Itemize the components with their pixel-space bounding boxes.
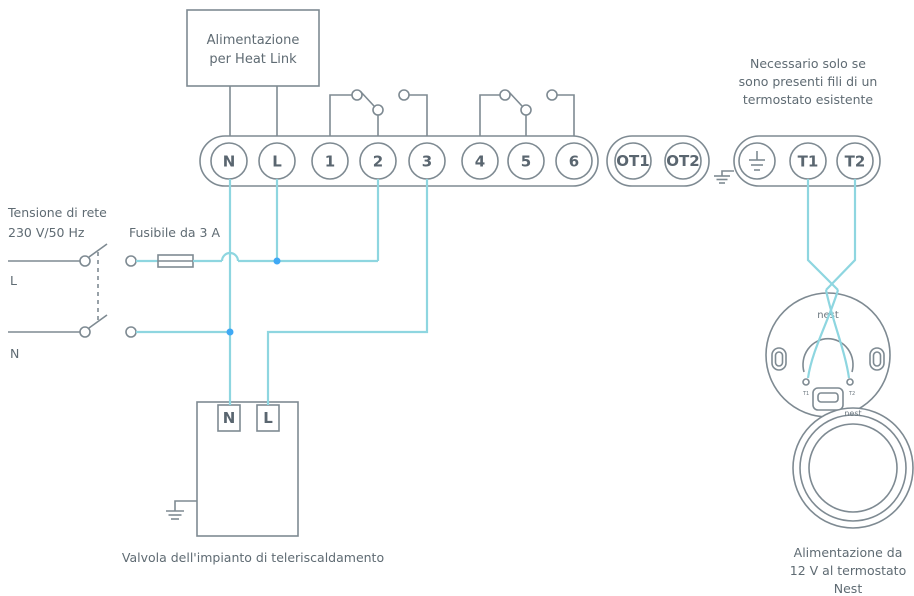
svg-text:N: N: [223, 409, 236, 427]
terminal-block-opentherm: [606, 135, 710, 187]
svg-text:OT1: OT1: [616, 152, 649, 170]
svg-text:OT2: OT2: [666, 152, 699, 170]
mains-label-2: 230 V/50 Hz: [8, 225, 85, 240]
svg-text:N: N: [223, 153, 236, 171]
terminal-T1: T1: [789, 142, 827, 180]
thermostat-caption-3: Nest: [834, 581, 863, 596]
svg-text:T2: T2: [845, 153, 866, 171]
svg-text:5: 5: [521, 153, 531, 171]
line-L-label: L: [10, 273, 17, 288]
wires: [136, 179, 857, 405]
thermostat-caption-2: 12 V al termostato: [790, 563, 906, 578]
svg-text:T2: T2: [848, 391, 855, 397]
terminal-5: 5: [507, 142, 545, 180]
power-supply-box: [186, 9, 320, 87]
note-line-1: Necessario solo se: [750, 56, 866, 71]
svg-text:T1: T1: [802, 391, 809, 397]
fuse-label: Fusibile da 3 A: [129, 225, 220, 240]
svg-text:2: 2: [373, 153, 383, 171]
svg-text:6: 6: [569, 153, 579, 171]
svg-text:T1: T1: [798, 153, 819, 171]
terminal-2: 2: [359, 142, 397, 180]
note-line-2: sono presenti fili di un: [739, 74, 878, 89]
terminal-6: 6: [555, 142, 593, 180]
mains-isolator-switch: [8, 243, 137, 338]
terminal-N: N: [210, 142, 248, 180]
svg-text:L: L: [272, 153, 282, 171]
power-supply-label-1: Alimentazione: [207, 33, 300, 48]
terminal-OT2: OT2: [664, 142, 702, 180]
note-line-3: termostato esistente: [743, 92, 874, 107]
terminal-T2: T2: [836, 142, 874, 180]
svg-text:3: 3: [422, 153, 432, 171]
terminal-1: 1: [311, 142, 349, 180]
line-N-label: N: [10, 346, 19, 361]
valve-ground-symbol: [166, 500, 197, 520]
svg-text:4: 4: [475, 153, 485, 171]
power-supply-label-2: per Heat Link: [209, 52, 297, 67]
terminal-4: 4: [461, 142, 499, 180]
svg-text:L: L: [263, 409, 273, 427]
svg-text:1: 1: [325, 153, 335, 171]
thermostat-caption-1: Alimentazione da: [794, 545, 903, 560]
ground-symbol-blocks: [714, 170, 734, 184]
terminal-L: L: [258, 142, 296, 180]
terminal-earth: [738, 142, 776, 180]
terminal-block-main: [199, 135, 599, 187]
fuse-symbol: [136, 254, 194, 268]
nest-logo-display: nest: [844, 409, 861, 418]
nest-thermostat-display: nest: [792, 407, 914, 529]
mains-label-1: Tensione di rete: [7, 205, 107, 220]
valve-caption: Valvola dell'impianto di teleriscaldamen…: [122, 550, 384, 565]
relay-contact-1-3: [329, 89, 428, 136]
relay-contact-4-6: [479, 89, 575, 136]
terminal-OT1: OT1: [614, 142, 652, 180]
terminal-3: 3: [408, 142, 446, 180]
nest-thermostat-base: nest T1 T2: [765, 292, 891, 418]
valve-box: [196, 401, 299, 537]
